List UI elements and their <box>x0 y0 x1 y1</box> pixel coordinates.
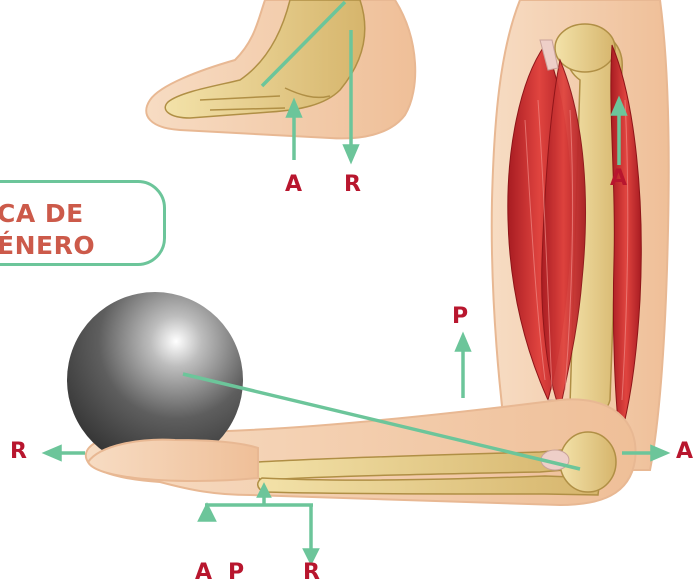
title-line-1: CA DE <box>0 201 84 226</box>
label-foot-r: R <box>344 174 361 196</box>
hand-icon <box>88 440 258 481</box>
label-forearm-p: P <box>452 306 469 328</box>
title-box: CA DE ÉNERO <box>0 180 166 266</box>
label-hand-r: R <box>10 441 27 463</box>
label-bottom-r: R <box>303 562 320 584</box>
label-bottom-a: A <box>195 562 213 584</box>
label-bottom-p: P <box>228 562 245 584</box>
title-line-2: ÉNERO <box>0 233 95 258</box>
label-bicep-a: A <box>610 168 628 190</box>
label-foot-a: A <box>285 174 303 196</box>
label-elbow-a: A <box>676 441 694 463</box>
